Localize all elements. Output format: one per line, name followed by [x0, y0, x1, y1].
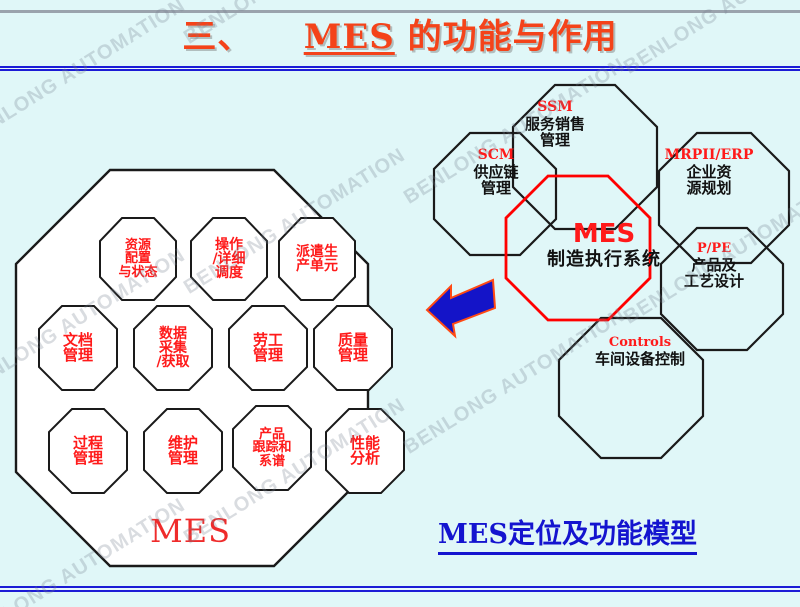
- node-acronym: MRPII/ERP: [664, 147, 754, 163]
- octagon-shape: [325, 408, 405, 494]
- cell-operations-detail-scheduling[interactable]: 操作 /详细 调度: [190, 217, 268, 301]
- node-label-ssm: SSM 服务销售 管理: [505, 99, 605, 150]
- cell-label: 性能 分析: [349, 433, 380, 467]
- node-acronym: SCM: [477, 147, 515, 163]
- cell-labor-management[interactable]: 劳工 管理: [228, 305, 308, 391]
- title-underline-rule: [0, 66, 800, 71]
- cell-label: 文档 管理: [62, 330, 93, 364]
- node-chinese: 企业资 源规划: [686, 162, 732, 198]
- cell-label: 质量 管理: [337, 330, 368, 364]
- octagon-shape: [313, 305, 393, 391]
- octagon-shape: [99, 217, 177, 301]
- cell-label: 维护 管理: [167, 433, 198, 467]
- cell-label: 操作 /详细 调度: [212, 236, 246, 282]
- cell-resource-allocation[interactable]: 资源 配置 与状态: [99, 217, 177, 301]
- cell-maintenance-management[interactable]: 维护 管理: [143, 408, 223, 494]
- top-gray-rule: [0, 10, 800, 13]
- cell-label: 过程 管理: [72, 433, 103, 467]
- node-chinese: 车间设备控制: [594, 349, 685, 368]
- node-label-controls: Controls 车间设备控制: [565, 335, 715, 368]
- left-pointing-arrow: [425, 278, 497, 345]
- octagon-shape: [48, 408, 128, 494]
- node-label-mrpii: MRPII/ERP 企业资 源规划: [650, 147, 768, 198]
- title-prefix: 三、: [182, 17, 253, 57]
- mes-core-octagon-shape: [504, 174, 652, 322]
- ppe-octagon-shape: [659, 226, 785, 352]
- cell-process-management[interactable]: 过程 管理: [48, 408, 128, 494]
- bottom-blue-rule: [0, 586, 800, 592]
- mes-core-acronym: MES: [572, 219, 636, 249]
- title-acronym: MES: [303, 17, 395, 57]
- cell-quality-management[interactable]: 质量 管理: [313, 305, 393, 391]
- mes-positioning-cluster: [425, 80, 800, 460]
- cell-dispatching-production-units[interactable]: 派遣生 产单元: [278, 217, 356, 301]
- node-acronym: P/PE: [696, 241, 732, 256]
- mrpii-octagon-shape: [657, 131, 791, 265]
- octagon-shape: [133, 305, 213, 391]
- arrow-shape: [425, 278, 497, 339]
- cell-label: 资源 配置 与状态: [118, 238, 158, 280]
- page-title: 三、 MES 的功能与作用: [0, 17, 800, 57]
- scm-octagon-shape: [432, 131, 558, 257]
- octagon-shape: [278, 217, 356, 301]
- node-chinese: 供应链 管理: [473, 162, 519, 198]
- node-acronym: SSM: [537, 99, 573, 115]
- cell-performance-analysis[interactable]: 性能 分析: [325, 408, 405, 494]
- title-suffix: 的功能与作用: [407, 17, 618, 57]
- cell-document-control[interactable]: 文档 管理: [38, 305, 118, 391]
- octagon-shape: [190, 217, 268, 301]
- octagon-shape: [38, 305, 118, 391]
- node-chinese: 服务销售 管理: [524, 114, 585, 150]
- mes-core-chinese: 制造执行系统: [547, 248, 661, 270]
- left-diagram-center-label: MES: [150, 512, 232, 550]
- cell-label: 产品 跟踪和 系谱: [252, 427, 292, 469]
- cell-label: 劳工 管理: [252, 330, 283, 364]
- ssm-octagon-shape: [511, 83, 659, 231]
- node-label-ppe: P/PE 产品及 工艺设计: [662, 241, 766, 291]
- node-label-scm: SCM 供应链 管理: [448, 147, 544, 198]
- mes-core-label: MES 制造执行系统: [519, 220, 689, 270]
- controls-octagon-shape: [557, 316, 705, 460]
- octagon-shape: [143, 408, 223, 494]
- cell-label: 数据 采集 /获取: [156, 325, 190, 371]
- diagram-caption: MES定位及功能模型: [438, 512, 697, 555]
- octagon-shape: [232, 405, 312, 491]
- node-chinese: 产品及 工艺设计: [683, 255, 744, 291]
- cell-label: 派遣生 产单元: [296, 243, 338, 274]
- octagon-shape: [228, 305, 308, 391]
- cell-product-tracking-genealogy[interactable]: 产品 跟踪和 系谱: [232, 405, 312, 491]
- node-acronym: Controls: [608, 335, 672, 350]
- cell-data-collection-acquisition[interactable]: 数据 采集 /获取: [133, 305, 213, 391]
